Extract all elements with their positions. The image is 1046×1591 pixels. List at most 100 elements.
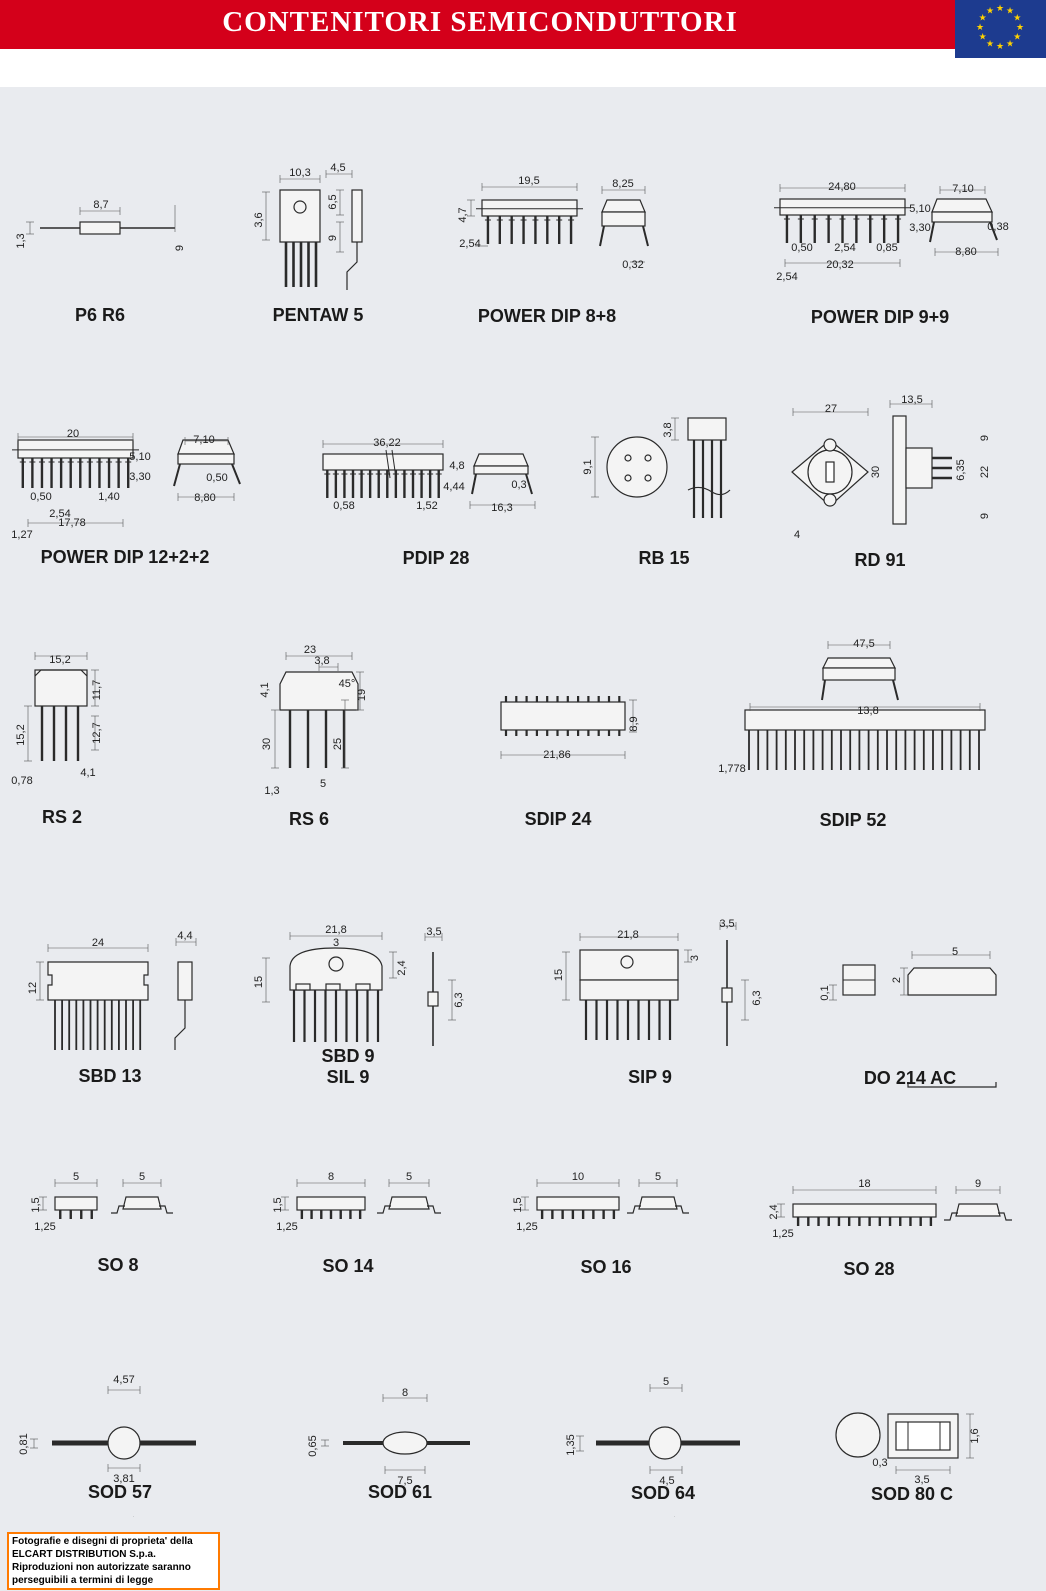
dimension-label: 0,85 (876, 242, 897, 254)
lead-line (892, 679, 899, 701)
package-name: SBD 9 (321, 1046, 375, 1066)
body-outline (500, 701, 626, 731)
dimension-label: 21,86 (543, 749, 571, 761)
package-label-rs2: RS 2 (0, 807, 152, 828)
dimension-label: 8,7 (93, 199, 108, 211)
dimension-label: 4,8 (449, 460, 464, 472)
flag-star-icon: ★ (1013, 32, 1021, 42)
body-outline (644, 454, 652, 462)
package-label-sod80c: SOD 80 C (822, 1484, 1002, 1505)
dimension-label: 0,65 (307, 1435, 319, 1456)
dimension-label: 5 (139, 1171, 145, 1183)
header-white-strip (0, 49, 1046, 87)
dimension-label: 18 (858, 1178, 870, 1190)
dimension-label: 45° (339, 678, 356, 690)
lead-line (385, 449, 391, 479)
body-outline (473, 453, 529, 467)
body-outline (295, 983, 311, 991)
package-label-sip9: SIP 9 (560, 1067, 740, 1088)
dimension-label: 6,3 (453, 992, 465, 1007)
package-label-so14: SO 14 (258, 1256, 438, 1277)
dimension-label: 2,54 (834, 242, 855, 254)
dimension-label: 20,32 (826, 259, 854, 271)
copyright-line: ELCART DISTRIBUTION S.p.a. (12, 1549, 156, 1560)
dimension-label: 0,81 (18, 1433, 30, 1454)
dimension-label: 8,80 (194, 492, 215, 504)
dimension-label: 12,7 (91, 722, 103, 743)
dimension-label: 3,5 (426, 926, 441, 938)
flag-star-icon: ★ (976, 22, 984, 32)
body-outline (34, 669, 88, 677)
dimension-label: 5,10 (129, 451, 150, 463)
dimension-label: 8,9 (628, 716, 640, 731)
dimension-label: 0,3 (872, 1457, 887, 1469)
dimension-label: 1,25 (276, 1221, 297, 1233)
body-outline (279, 189, 321, 243)
package-label-sdip52: SDIP 52 (763, 810, 943, 831)
dimension-label: 1,3 (264, 785, 279, 797)
dimension-label: 5 (73, 1171, 79, 1183)
body-outline (931, 211, 993, 223)
dimension-label: 5 (655, 1171, 661, 1183)
body-outline (907, 967, 997, 996)
body-outline (355, 983, 371, 991)
copyright-line: Riproduzioni non autorizzate saranno (12, 1562, 191, 1573)
dimension-label: 7,10 (952, 183, 973, 195)
dimension-label: 5 (663, 1376, 669, 1388)
dimension-label: 3,8 (314, 655, 329, 667)
body-outline (322, 453, 444, 471)
dimension-label: 0,38 (987, 221, 1008, 233)
dimension-label: 7,5 (397, 1475, 412, 1487)
dimension-label: 22 (979, 466, 991, 478)
dimension-label: 10 (572, 1171, 584, 1183)
package-name-alt: SIL 9 (326, 1067, 370, 1087)
body-outline (892, 415, 907, 525)
package-drawing-sdip24: 8,9 21,86 (500, 696, 640, 761)
lead-line (989, 221, 998, 241)
package-name: SO 8 (97, 1255, 139, 1275)
copyright-line: Fotografie e disegni di proprieta' della (12, 1536, 193, 1547)
lead-line (173, 463, 181, 487)
package-label-pentaw5: PENTAW 5 (228, 305, 408, 326)
package-drawing-sod57: 4,570,813,81 (18, 1374, 196, 1517)
dimension-label: 9 (327, 235, 339, 241)
dimension-label: 1,778 (718, 763, 746, 775)
body-outline (822, 657, 896, 669)
dimension-label: 15,2 (15, 724, 27, 745)
body-outline (675, 1205, 689, 1214)
body-outline (944, 1212, 958, 1221)
body-outline (606, 436, 668, 498)
dimension-label: 2,54 (459, 238, 480, 250)
body-outline (122, 1196, 162, 1210)
package-name: SOD 61 (367, 1482, 433, 1502)
dimension-label: 30 (870, 466, 882, 478)
body-outline (823, 493, 837, 507)
dimension-label: 4,5 (659, 1475, 674, 1487)
lead-line (599, 225, 605, 247)
lead-line (471, 473, 477, 495)
dimension-label: 4,1 (259, 682, 271, 697)
package-label-rd91: RD 91 (790, 550, 970, 571)
body-outline (34, 669, 88, 707)
dimension-label: 3,8 (662, 422, 674, 437)
package-name: SO 14 (322, 1256, 374, 1276)
package-label-do214ac: DO 214 AC (820, 1068, 1000, 1089)
dimension-label: 21,8 (325, 924, 346, 936)
body-outline (296, 1196, 366, 1211)
package-name: DO 214 AC (863, 1068, 957, 1088)
dimension-label: 23 (304, 644, 316, 656)
dimension-label: 1,5 (512, 1197, 524, 1212)
dimension-label: 0,50 (791, 242, 812, 254)
eu-flag-icon: ★★★★★★★★★★★★ (955, 0, 1046, 58)
body-outline (905, 447, 933, 489)
body-outline (388, 1196, 430, 1210)
package-label-pdip28: PDIP 28 (346, 548, 526, 569)
dimension-label: 1,35 (565, 1434, 577, 1455)
body-outline (624, 454, 632, 462)
